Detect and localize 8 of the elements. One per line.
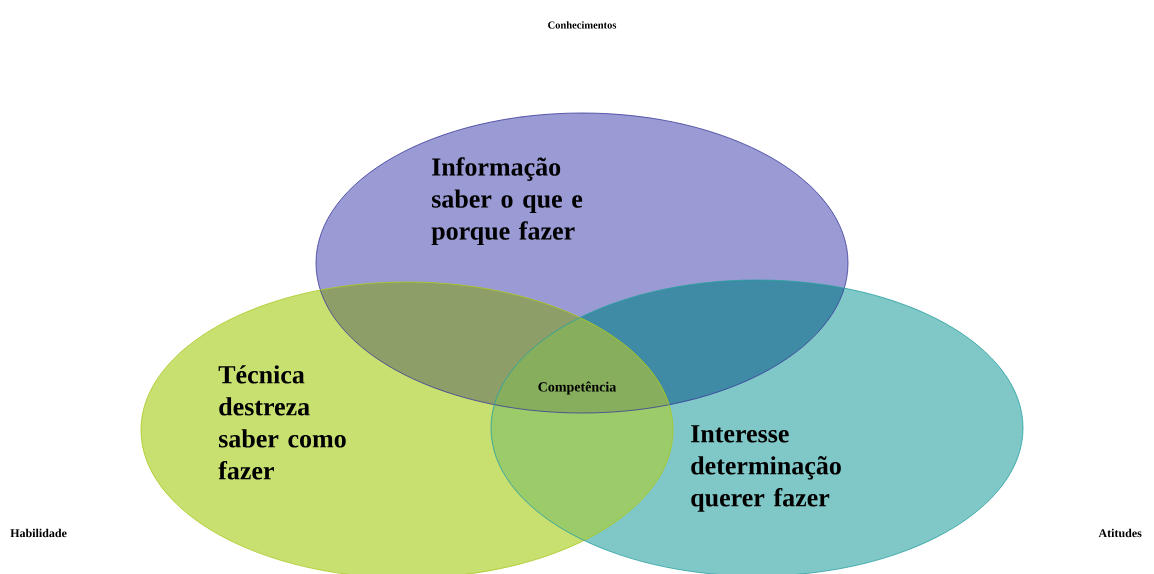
set-label: Atitudes <box>1098 528 1142 538</box>
intersection-label: Competência <box>538 381 617 395</box>
ellipse-text: Interesse determinação querer fazer <box>691 425 841 512</box>
ellipse-text: Informação saber o que e porque fazer <box>431 157 583 246</box>
ellipse-text: Técnica destreza saber como fazer <box>218 365 346 480</box>
set-label: Habilidade <box>10 528 67 538</box>
set-label: Conhecimentos <box>548 21 617 29</box>
venn-ellipse <box>315 112 849 414</box>
